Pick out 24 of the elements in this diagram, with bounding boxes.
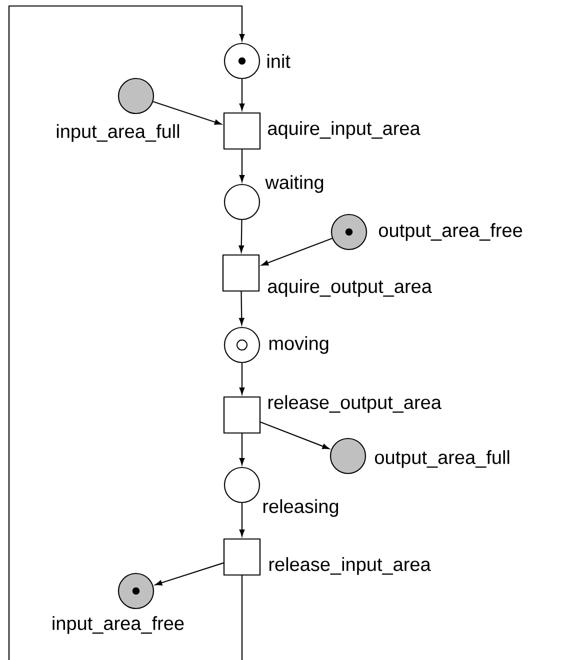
arc-arrow	[239, 79, 245, 110]
place-label: input_area_free	[52, 616, 184, 634]
arc-arrow	[239, 363, 245, 394]
arc-arrow	[261, 238, 332, 266]
arc-arrow	[239, 150, 245, 182]
place-label: moving	[269, 336, 328, 354]
arc-arrow	[8, 5, 245, 660]
arc-arrow	[152, 101, 222, 125]
place-label: waiting	[265, 175, 324, 193]
arc-arrow	[239, 503, 245, 536]
transition-label: release_output_area	[268, 395, 442, 413]
transition-label: aquire_output_area	[268, 279, 432, 297]
arc-arrow	[155, 562, 224, 586]
arc-arrow	[238, 220, 244, 252]
place-label: output_area_free	[379, 223, 522, 241]
arc-arrow	[239, 434, 245, 465]
arc-arrow	[260, 422, 330, 450]
transition-label: aquire_input_area	[268, 121, 420, 139]
transition-label: release_input_area	[269, 557, 431, 575]
place-label: input_area_full	[56, 124, 180, 142]
place-label: output_area_full	[375, 450, 510, 468]
place-label: init	[267, 54, 290, 68]
place-label: releasing	[263, 499, 338, 517]
arc-arrow	[238, 292, 244, 325]
